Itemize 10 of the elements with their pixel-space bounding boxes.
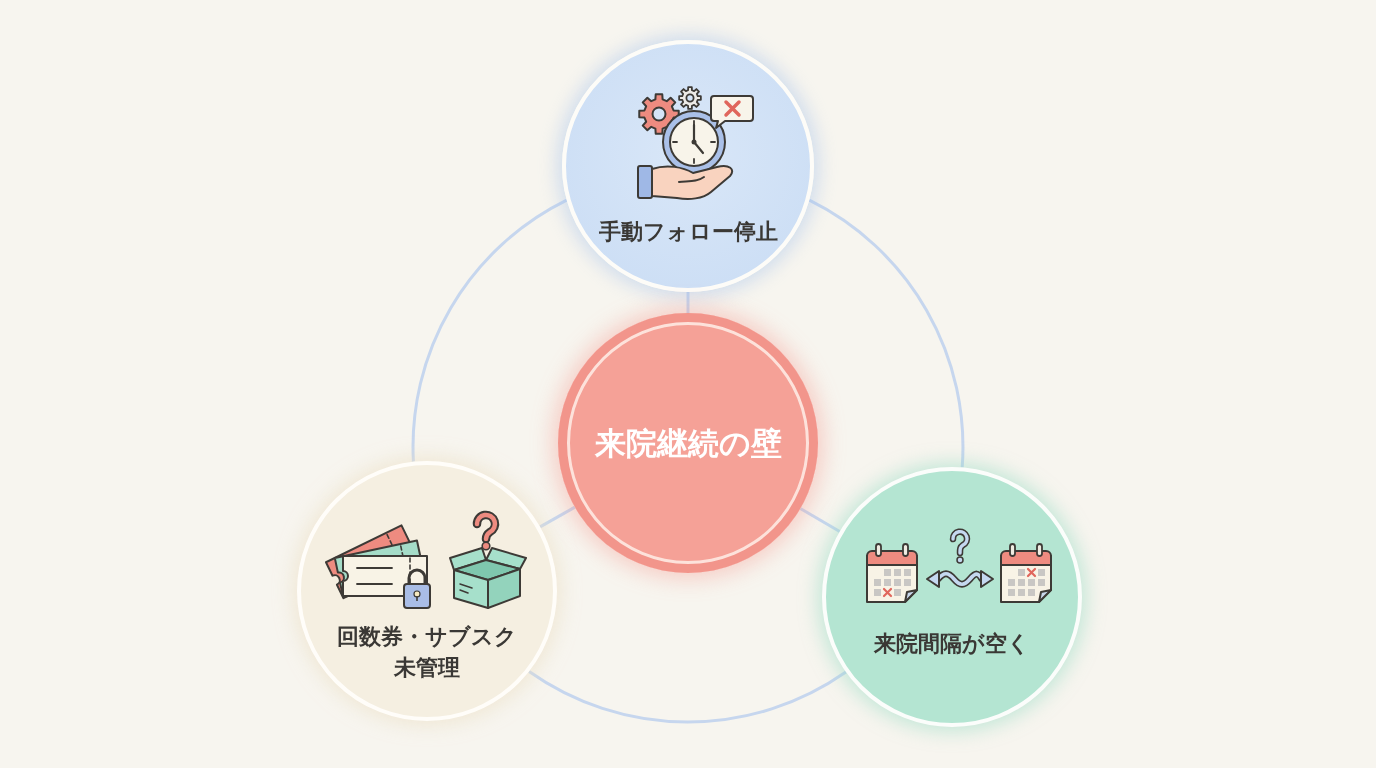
hub-title: 来院継続の壁 [594, 424, 782, 463]
ring-arc [528, 670, 847, 724]
ring-arc [411, 198, 568, 462]
topic-label: 来院間隔が空く [874, 630, 1030, 659]
connector-line [686, 292, 690, 313]
connector-line [539, 505, 576, 529]
topic-label: 回数券・サブスク未管理 [336, 622, 518, 682]
ring-arc [808, 198, 965, 468]
topic-label: 手動フォロー停止 [598, 218, 778, 247]
connector-line [799, 507, 841, 533]
